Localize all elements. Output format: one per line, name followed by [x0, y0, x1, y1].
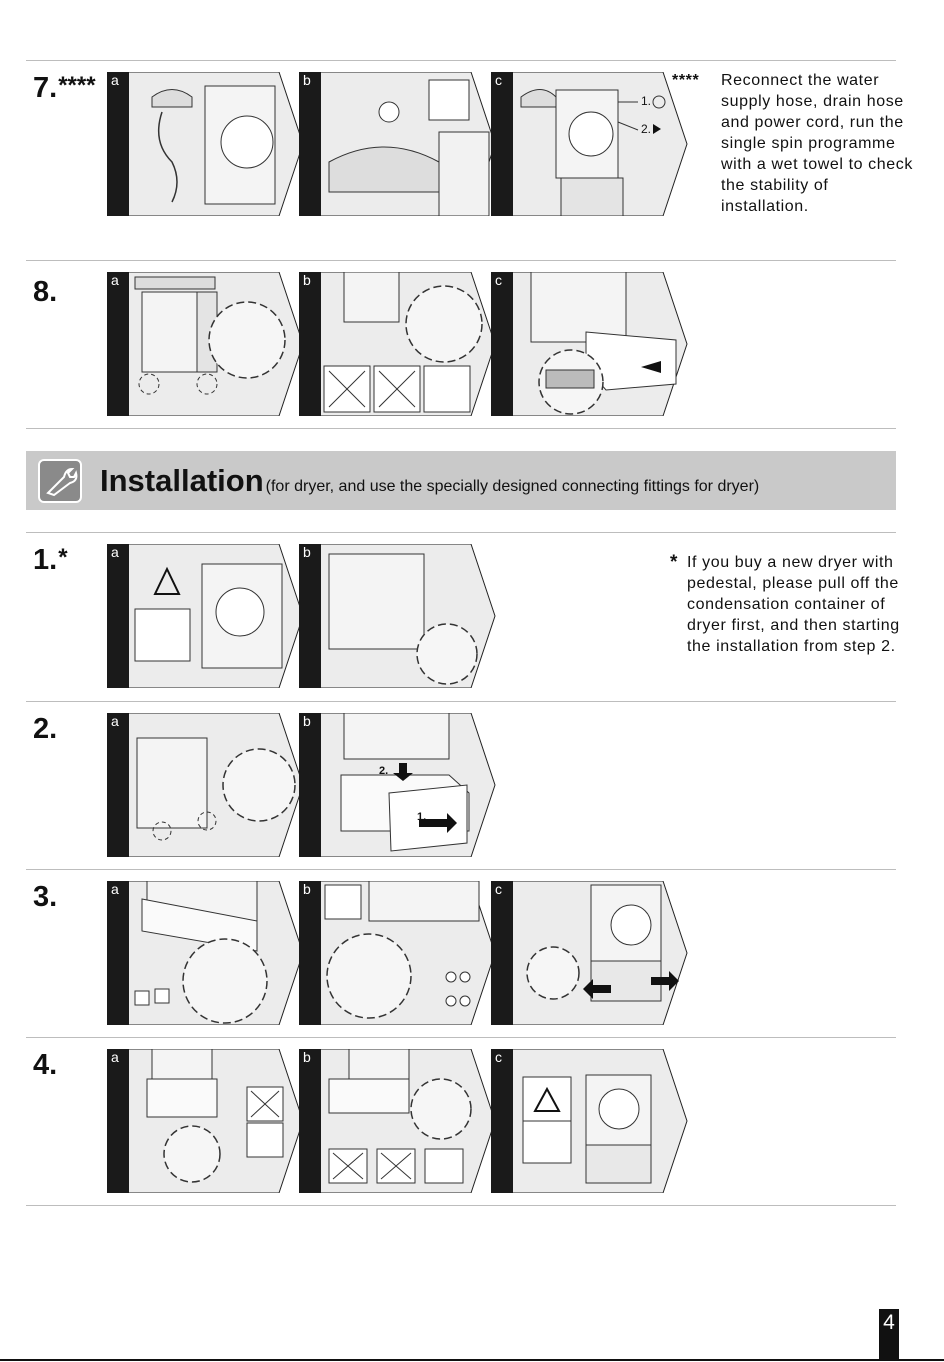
- panel-letter: c: [495, 272, 502, 288]
- panel-letter: c: [495, 881, 502, 897]
- panel-letter: b: [303, 72, 311, 88]
- callout-2: 2.: [379, 765, 389, 777]
- callout-2: 2.: [641, 122, 652, 136]
- install-step-2-number: 2.: [33, 713, 58, 745]
- wrench-screwdriver-icon: [38, 459, 82, 503]
- divider: [26, 869, 896, 870]
- section-title: Installation(for dryer, and use the spec…: [100, 463, 760, 498]
- install-step-1-panel-b: b: [299, 544, 497, 688]
- panel-letter: c: [495, 1049, 502, 1065]
- step-7-note-text: Reconnect the water supply hose, drain h…: [721, 72, 913, 215]
- callout-1: 1.: [417, 811, 427, 823]
- panel-letter: b: [303, 881, 311, 897]
- installation-banner: Installation(for dryer, and use the spec…: [26, 451, 896, 510]
- install-step-4-panel-b: b: [299, 1049, 497, 1193]
- panel-letter: a: [111, 272, 119, 288]
- divider: [26, 701, 896, 702]
- panel-letter: b: [303, 544, 311, 560]
- install-step-3-panel-c: c: [491, 881, 689, 1025]
- footer-rule: [0, 1359, 944, 1361]
- panel-letter: a: [111, 881, 119, 897]
- panel-letter: a: [111, 72, 119, 88]
- panel-letter: b: [303, 272, 311, 288]
- divider: [26, 260, 896, 261]
- step-8-panel-c: c: [491, 272, 689, 416]
- install-step-1-panel-a: a: [107, 544, 305, 688]
- install-step-3-number: 3.: [33, 881, 58, 913]
- install-step-1-number: 1.*: [33, 544, 68, 576]
- divider: [26, 60, 896, 61]
- install-step-2-panel-a: a: [107, 713, 305, 857]
- step-7-note: **** Reconnect the water supply hose, dr…: [672, 72, 913, 215]
- install-step-1-note-text: If you buy a new dryer with pedestal, pl…: [687, 554, 900, 655]
- panel-letter: b: [303, 1049, 311, 1065]
- install-step-4-panel-a: a: [107, 1049, 305, 1193]
- step-7-number: 7.****: [33, 72, 96, 104]
- step-8-panel-a: a: [107, 272, 305, 416]
- step-7-panel-a: a: [107, 72, 305, 216]
- section-subtitle: (for dryer, and use the specially design…: [265, 478, 760, 495]
- install-step-3-panel-a: a: [107, 881, 305, 1025]
- install-step-1-note: * If you buy a new dryer with pedestal, …: [670, 552, 912, 657]
- divider: [26, 1205, 896, 1206]
- divider: [26, 428, 896, 429]
- callout-1: 1.: [641, 94, 652, 108]
- panel-letter: a: [111, 1049, 119, 1065]
- install-step-4-number: 4.: [33, 1049, 58, 1081]
- panel-letter: a: [111, 544, 119, 560]
- install-step-2-panel-b: b 2. 1.: [299, 713, 497, 857]
- divider: [26, 532, 896, 533]
- step-8-panel-b: b: [299, 272, 497, 416]
- page-number: 4: [879, 1309, 899, 1359]
- install-step-3-panel-b: b: [299, 881, 497, 1025]
- install-step-4-panel-c: c: [491, 1049, 689, 1193]
- step-7-panel-c: c 1. 2.: [491, 72, 689, 216]
- panel-letter: b: [303, 713, 311, 729]
- step-8-number: 8.: [33, 276, 58, 308]
- panel-letter: a: [111, 713, 119, 729]
- divider: [26, 1037, 896, 1038]
- step-7-panel-b: b: [299, 72, 497, 216]
- panel-letter: c: [495, 72, 502, 88]
